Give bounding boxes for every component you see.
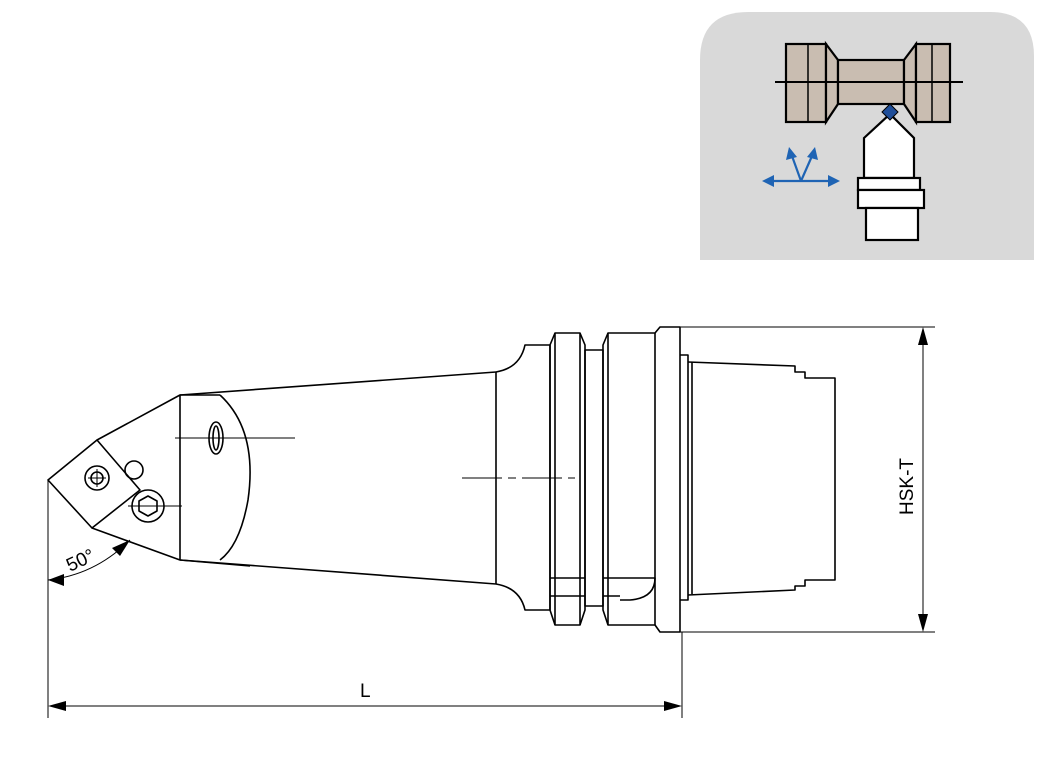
holder-flange [549, 326, 681, 633]
tool-holder-icon [856, 112, 926, 242]
dimension-lines [47, 326, 935, 718]
feed-direction-arrows-icon [762, 147, 840, 187]
operation-pictogram-panel [700, 12, 1034, 260]
tool-holder-drawing [47, 326, 836, 633]
hsk-taper [680, 354, 836, 601]
angle-label: 50° [63, 545, 98, 576]
length-label: L [360, 681, 371, 702]
holder-shank [179, 344, 575, 611]
workpiece-icon [775, 40, 963, 126]
cutting-insert [47, 439, 144, 529]
height-label: HSK-T [897, 458, 918, 515]
insert-tip-icon [881, 103, 899, 121]
